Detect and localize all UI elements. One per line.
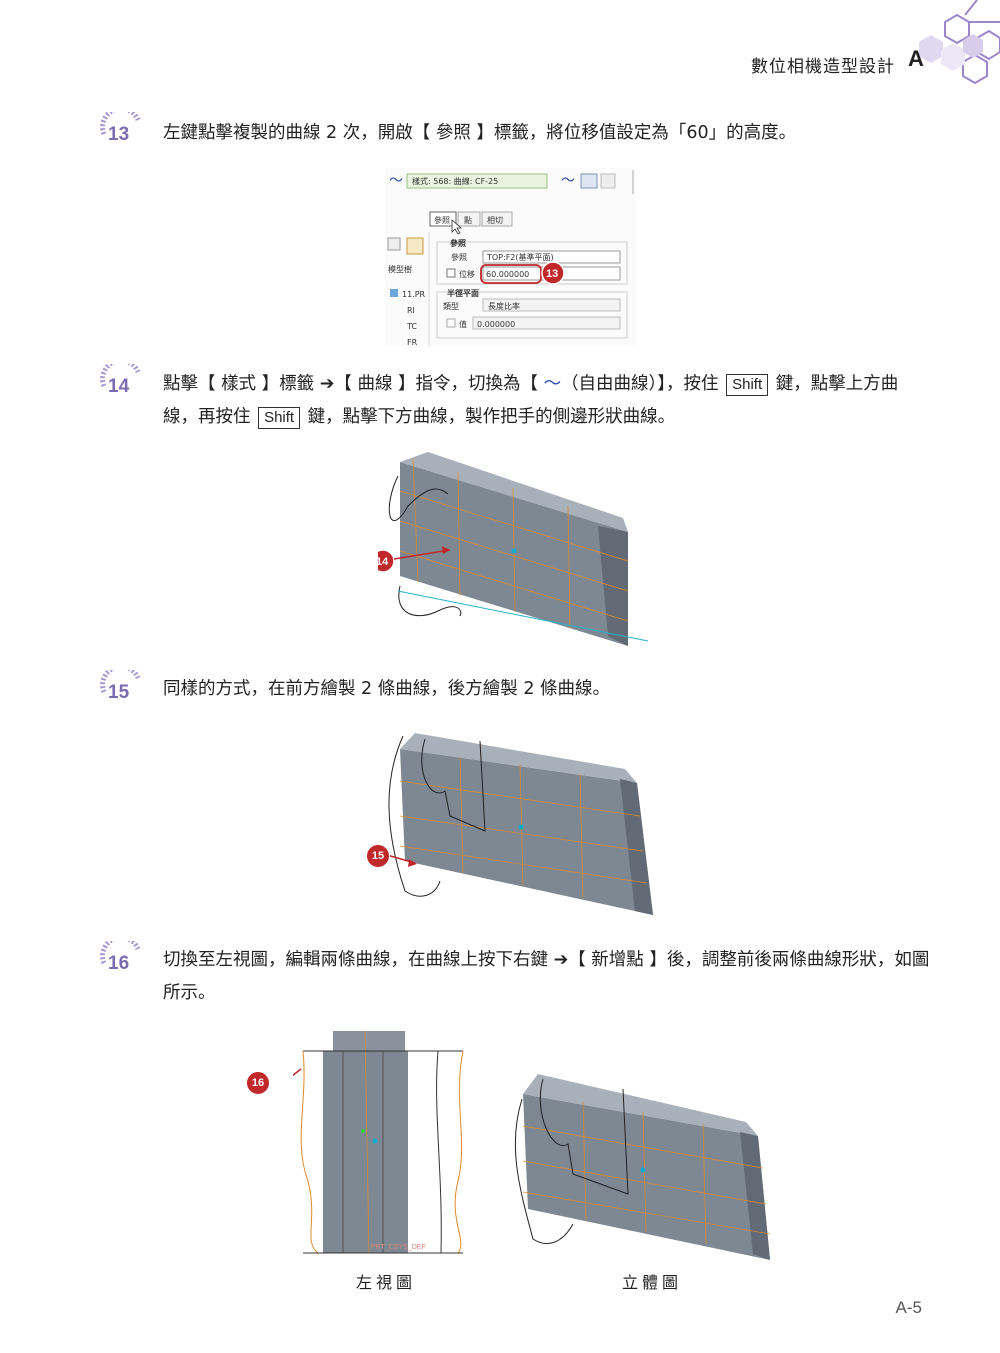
svg-text:值: 值 bbox=[459, 319, 467, 329]
step-badge-15: 15 bbox=[98, 664, 148, 706]
running-header-title: 數位相機造型設計 bbox=[751, 57, 895, 77]
callout-15-badge: 15 bbox=[366, 844, 390, 868]
type-dropdown[interactable] bbox=[482, 298, 621, 312]
svg-text:14: 14 bbox=[378, 556, 389, 568]
pointer-arrow-icon bbox=[393, 549, 451, 560]
callout-13: 13 bbox=[541, 261, 565, 285]
svg-text:～: ～ bbox=[561, 173, 575, 189]
step-15-text: 同樣的方式，在前方繪製 2 條曲線，後方繪製 2 條曲線。 bbox=[163, 679, 611, 699]
offset-checkbox[interactable] bbox=[446, 268, 456, 278]
value-field[interactable] bbox=[472, 316, 621, 330]
layer-icon bbox=[387, 237, 401, 251]
isometric-view-figure bbox=[508, 1064, 778, 1263]
callout-16: 16 bbox=[246, 1071, 270, 1095]
step-badge-16: 16 bbox=[98, 935, 148, 977]
svg-text:半徑平面: 半徑平面 bbox=[447, 288, 479, 298]
callout-14: 14 bbox=[378, 549, 395, 573]
tab-tangent-label: 相切 bbox=[487, 215, 503, 225]
arrow-right-icon: ➔ bbox=[319, 374, 335, 394]
freeform-curve-icon: ～ bbox=[389, 173, 403, 189]
svg-text:位移: 位移 bbox=[459, 269, 475, 279]
step-number: 16 bbox=[108, 953, 130, 974]
svg-text:TC: TC bbox=[406, 322, 417, 331]
page-number: A-5 bbox=[895, 1298, 922, 1317]
pointer-arrow-icon bbox=[293, 1068, 302, 1077]
step-badge-14: 14 bbox=[98, 358, 148, 400]
tab-point[interactable] bbox=[457, 211, 481, 227]
model-figure-15: 15 bbox=[385, 721, 659, 919]
step-number: 13 bbox=[108, 124, 130, 145]
model-tree-label: 模型樹 bbox=[388, 264, 412, 274]
tab-reference-label: 參照 bbox=[434, 215, 450, 225]
part-icon bbox=[390, 289, 398, 297]
step-number: 14 bbox=[108, 376, 130, 397]
arrow-right-icon: ➔ bbox=[553, 950, 569, 970]
svg-text:參照: 參照 bbox=[450, 238, 466, 248]
reference-tab-screenshot: ～ 樣式: 568: 曲線: CF-25 ～ 參照 點 相切 模型樹 11.PR… bbox=[385, 168, 635, 346]
folder-icon bbox=[406, 237, 424, 255]
chapter-letter: A bbox=[908, 46, 924, 71]
step-16-text: 切換至左視圖，編輯兩條曲線，在曲線上按下右鍵 ➔【 新增點 】後，調整前後兩條曲… bbox=[163, 950, 930, 1003]
tab-point-label: 點 bbox=[464, 215, 472, 225]
step-14-text: 點擊【 樣式 】標籤 ➔【 曲線 】指令，切換為【 ～（自由曲線）】，按住 Sh… bbox=[163, 374, 899, 429]
shift-key: Shift bbox=[726, 374, 769, 396]
mouse-cursor-icon bbox=[451, 219, 463, 235]
csys-label: PRT_CSYS_DEF bbox=[371, 1244, 426, 1251]
shift-key: Shift bbox=[258, 407, 301, 429]
caption-3d-view: 立體圖 bbox=[622, 1273, 683, 1292]
svg-text:11.PR: 11.PR bbox=[402, 290, 426, 299]
svg-text:FR: FR bbox=[407, 338, 418, 346]
model-figure-14: 14 bbox=[378, 446, 650, 649]
freeform-curve-icon: ～ bbox=[543, 374, 562, 394]
caption-left-view: 左視圖 bbox=[356, 1273, 417, 1292]
tab-tangent[interactable] bbox=[481, 211, 513, 227]
svg-text:60.000000: 60.000000 bbox=[486, 270, 529, 279]
step-13-text: 左鍵點擊複製的曲線 2 次，開啟【 參照 】標籤，將位移值設定為「60」的高度。 bbox=[163, 123, 797, 143]
svg-text:TOP:F2(基準平面): TOP:F2(基準平面) bbox=[486, 252, 554, 262]
left-view-figure: PRT_CSYS_DEF bbox=[293, 1021, 482, 1263]
svg-text:RI: RI bbox=[407, 306, 415, 315]
step-number: 15 bbox=[108, 682, 130, 703]
step-badge-13: 13 bbox=[98, 106, 148, 148]
style-label: 樣式: 568: 曲線: CF-25 bbox=[412, 176, 498, 186]
svg-text:長度比率: 長度比率 bbox=[488, 301, 520, 311]
svg-text:0.000000: 0.000000 bbox=[477, 320, 515, 329]
hexagon-decoration bbox=[919, 0, 1000, 85]
svg-text:13: 13 bbox=[546, 268, 558, 280]
svg-text:參照: 參照 bbox=[451, 252, 467, 262]
tab-reference[interactable] bbox=[429, 211, 457, 227]
svg-text:類型: 類型 bbox=[443, 301, 459, 311]
